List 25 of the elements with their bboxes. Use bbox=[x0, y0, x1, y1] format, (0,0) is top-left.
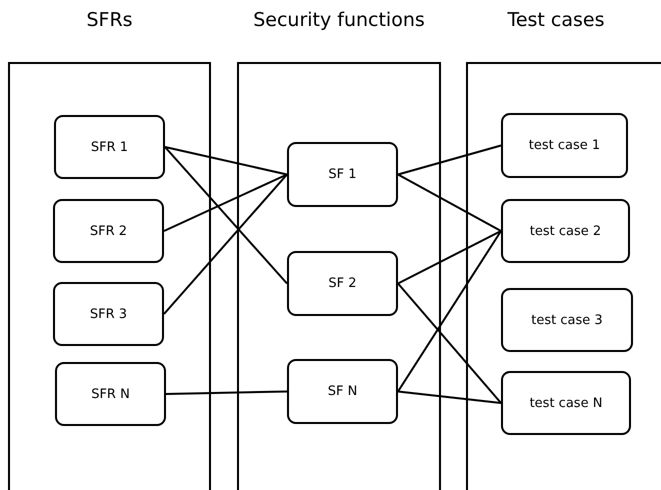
rounded-box: test case 1 bbox=[501, 113, 628, 178]
connector-line bbox=[398, 174, 502, 232]
rounded-box: SFR 2 bbox=[53, 199, 164, 263]
connector-line bbox=[164, 174, 288, 232]
column-heading: Test cases bbox=[506, 8, 606, 32]
connector-line bbox=[398, 390, 502, 404]
rounded-box: SF 1 bbox=[287, 142, 398, 207]
connector-line bbox=[397, 230, 502, 392]
rounded-box: SFR 1 bbox=[54, 115, 165, 179]
connector-line bbox=[397, 282, 502, 404]
rounded-box: test case 3 bbox=[501, 288, 633, 352]
column-heading: Security functions bbox=[252, 8, 426, 32]
connector-line bbox=[164, 146, 288, 284]
connector-line bbox=[398, 144, 502, 176]
connector-line bbox=[166, 390, 288, 395]
connector-line bbox=[398, 230, 502, 284]
rounded-box: SF 2 bbox=[287, 251, 398, 316]
rounded-box: SF N bbox=[287, 359, 398, 424]
connector-line bbox=[164, 146, 288, 176]
rounded-box: test case 2 bbox=[501, 199, 630, 263]
rounded-box: test case N bbox=[501, 371, 631, 435]
connector-line bbox=[163, 174, 288, 315]
column-heading: SFRs bbox=[85, 8, 134, 32]
rounded-box: SFR N bbox=[55, 362, 166, 426]
rounded-box: SFR 3 bbox=[53, 282, 164, 346]
